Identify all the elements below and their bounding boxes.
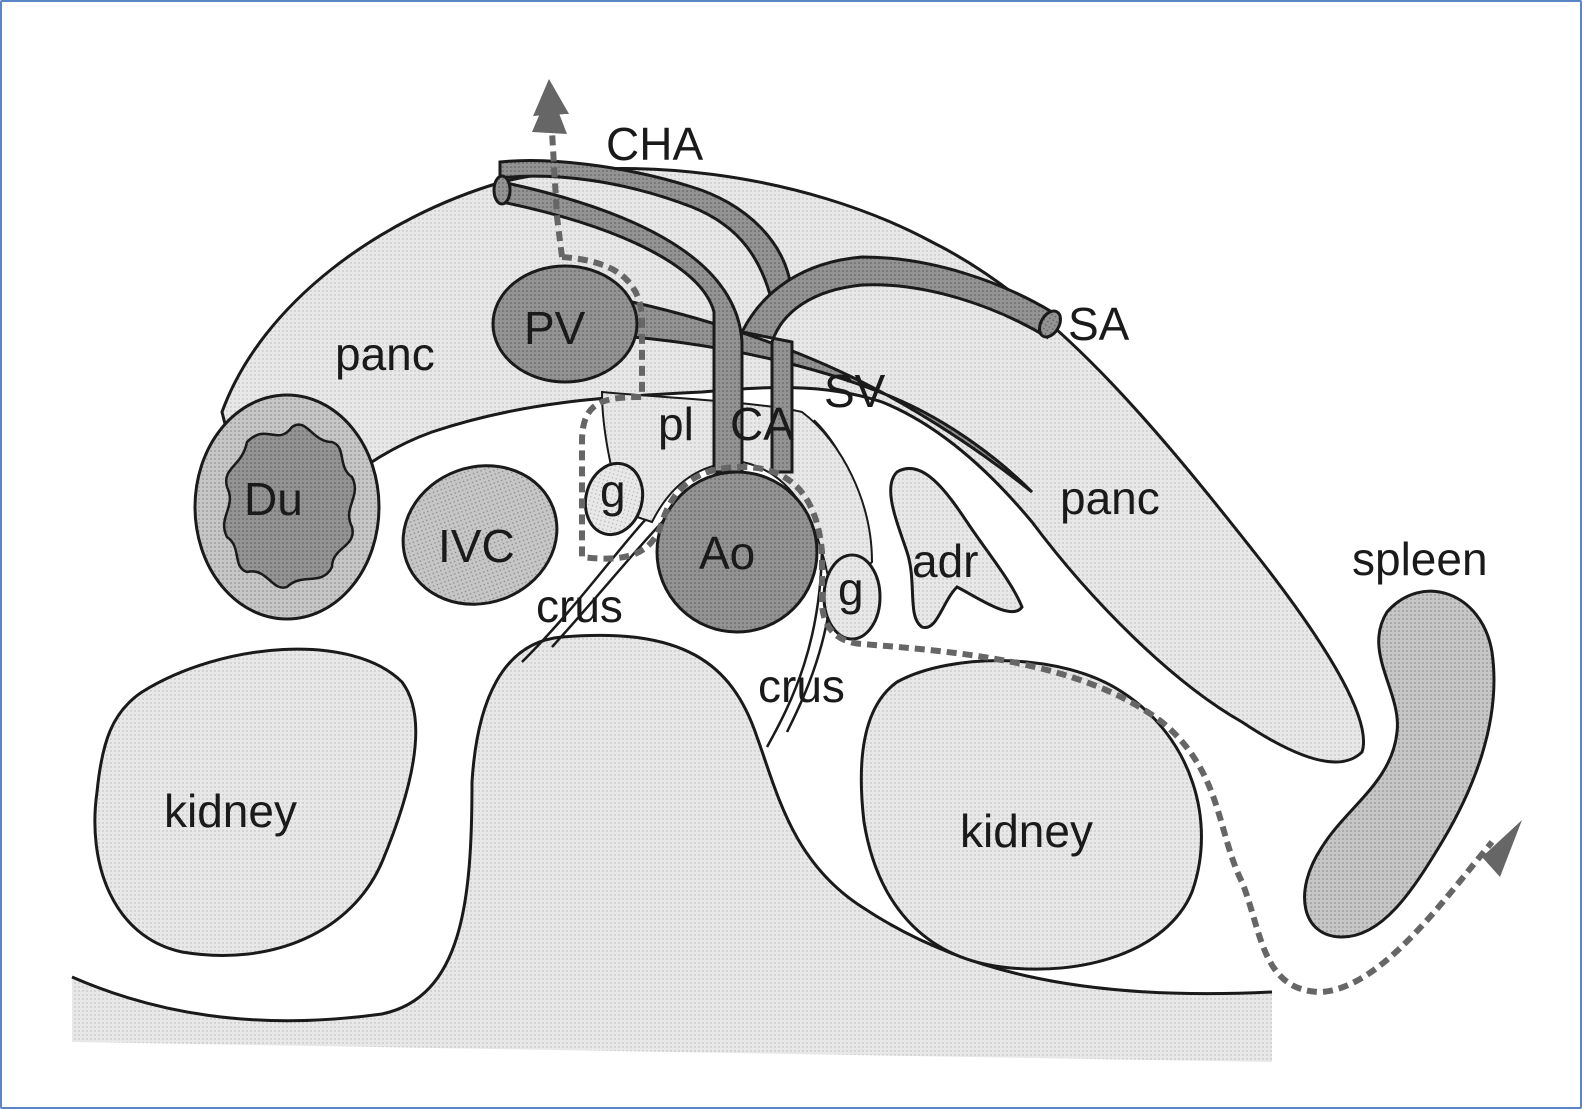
label-cha: CHA [606, 118, 703, 170]
label-g-right: g [838, 563, 864, 615]
label-kidney-right: kidney [960, 805, 1093, 857]
dissection-arrow-right [1482, 820, 1522, 877]
label-pl: pl [658, 398, 694, 450]
label-spleen: spleen [1352, 533, 1488, 585]
label-sv: SV [824, 365, 886, 417]
label-kidney-left: kidney [164, 785, 297, 837]
label-crus-right: crus [758, 660, 845, 712]
label-pv: PV [524, 302, 586, 354]
label-crus-left: crus [536, 580, 623, 632]
spleen [1305, 591, 1494, 937]
label-g-left: g [600, 465, 626, 517]
label-adr: adr [912, 535, 978, 587]
label-panc-right: panc [1060, 472, 1160, 524]
dissection-arrow-up [532, 90, 567, 134]
label-ivc: IVC [438, 520, 515, 572]
label-panc-left: panc [335, 328, 435, 380]
label-sa: SA [1068, 298, 1130, 350]
label-ca: CA [730, 398, 794, 450]
label-ao: Ao [699, 527, 755, 579]
artery-end-cha [494, 176, 510, 204]
label-du: Du [244, 473, 303, 525]
